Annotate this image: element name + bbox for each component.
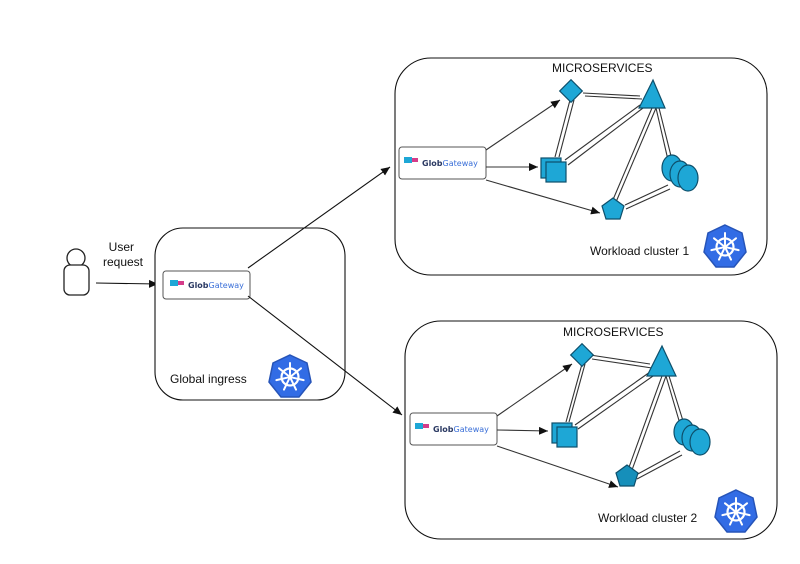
cluster2-connections <box>496 354 685 488</box>
cluster1-box <box>394 57 768 276</box>
user-to-ingress-arrow <box>95 279 159 288</box>
service-diamond <box>558 78 584 104</box>
svg-text:GlobGateway: GlobGateway <box>433 425 489 434</box>
ingress-to-cluster2-arrow <box>247 295 403 416</box>
cluster1-gateway: GlobGateway <box>398 146 487 180</box>
service-pentagon <box>601 197 625 220</box>
service-square <box>556 426 578 448</box>
user-label-line1: User <box>109 240 134 254</box>
service-triangle <box>646 344 677 377</box>
cluster1-label: Workload cluster 1 <box>590 244 689 258</box>
svg-text:GlobGateway: GlobGateway <box>188 281 244 290</box>
service-cylinder <box>677 164 699 192</box>
service-cylinder <box>689 428 711 456</box>
user-icon <box>63 248 90 296</box>
service-diamond <box>569 342 595 368</box>
cluster2-gateway: GlobGateway <box>409 412 498 446</box>
global-ingress-label: Global ingress <box>170 372 247 386</box>
cluster1-title: MICROSERVICES <box>552 61 652 75</box>
cluster2-title: MICROSERVICES <box>563 325 663 339</box>
cluster2-label: Workload cluster 2 <box>598 511 697 525</box>
user-label-line2: request <box>103 255 144 269</box>
service-triangle <box>638 78 666 109</box>
ingress-to-cluster1-arrow <box>247 166 391 269</box>
kubernetes-icon <box>267 353 313 399</box>
cluster1-services <box>540 78 699 220</box>
kubernetes-icon <box>713 488 759 534</box>
cluster2-services <box>551 342 711 487</box>
kubernetes-icon <box>702 223 748 269</box>
svg-text:User request: User request <box>103 240 144 269</box>
global-gateway: GlobGateway <box>162 270 251 300</box>
svg-text:GlobGateway: GlobGateway <box>422 159 478 168</box>
cluster1-connections <box>485 92 673 215</box>
service-square <box>545 161 567 183</box>
service-pentagon <box>615 464 639 487</box>
cluster2-box <box>404 320 778 540</box>
